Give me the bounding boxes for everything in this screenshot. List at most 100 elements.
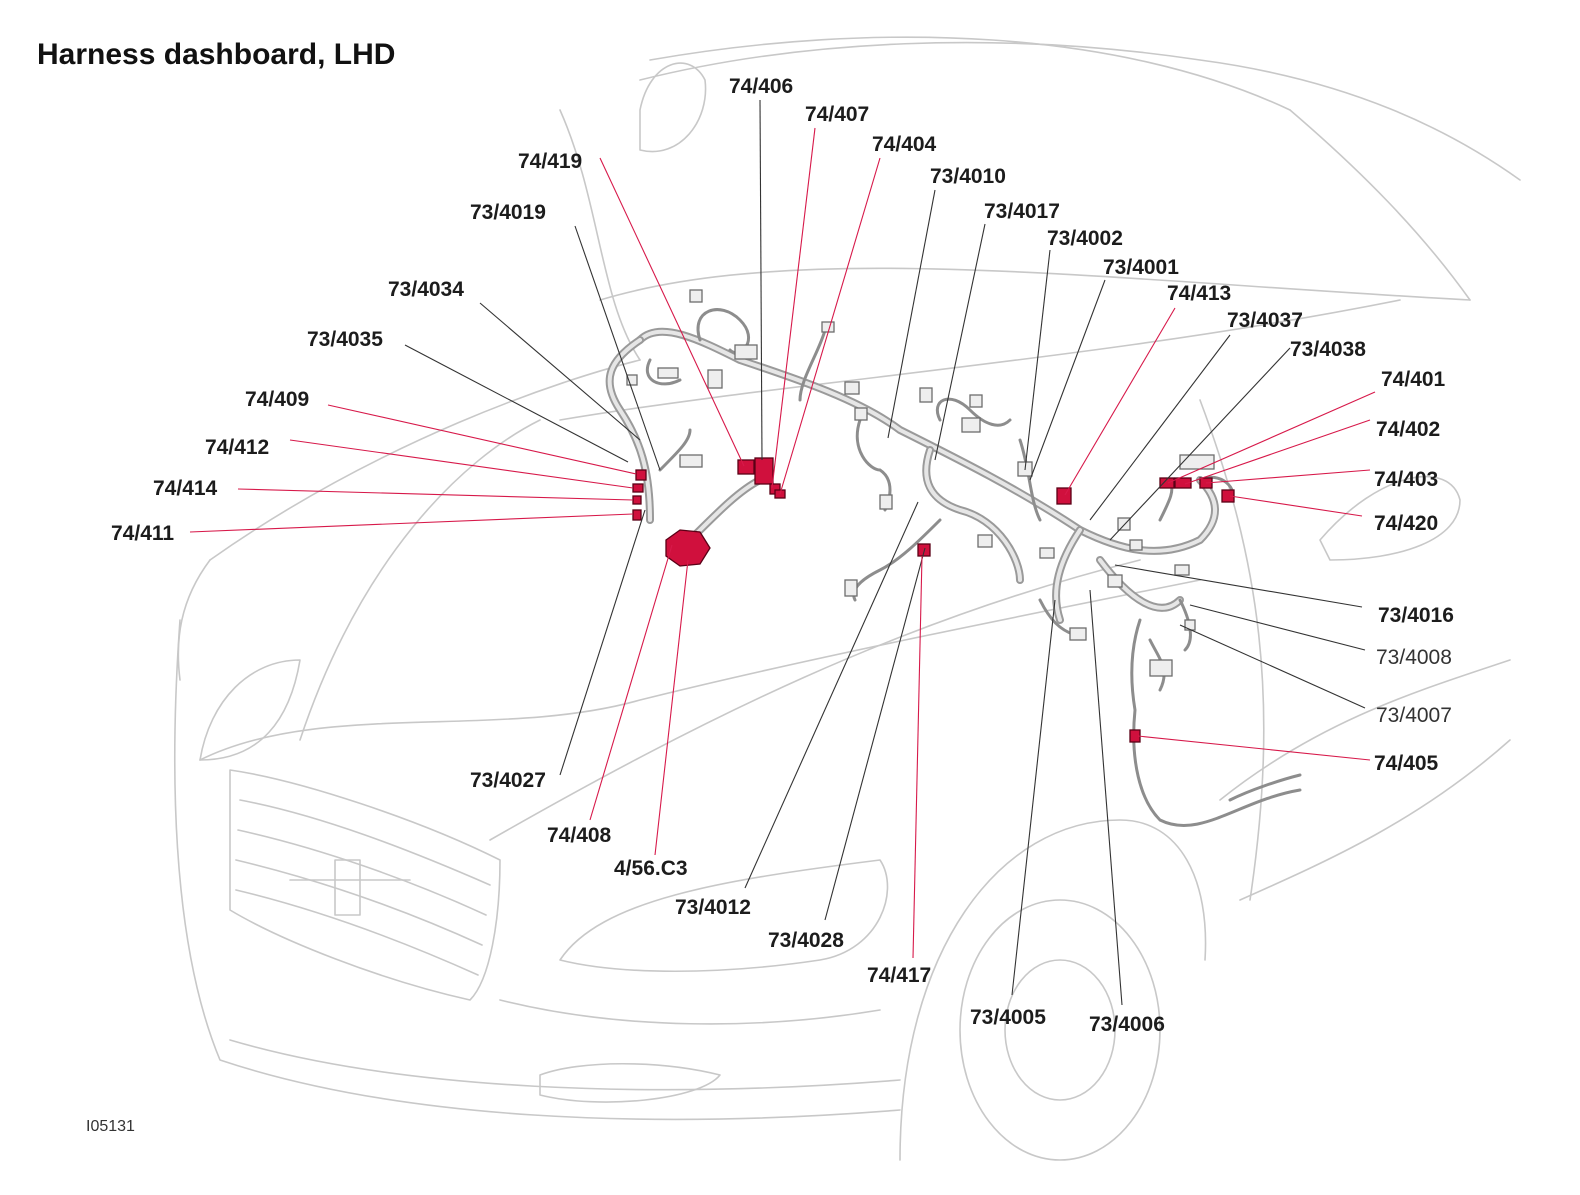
leader-74-408 [589,544,673,821]
label-74-413: 74/413 [1167,282,1231,305]
gray-connector-11 [961,417,981,433]
gray-connector-22 [1149,659,1173,677]
bumper-line [229,1039,901,1091]
leader-73-4006 [1089,589,1123,1006]
gray-connector-7 [821,321,835,333]
connector-74-419 [737,459,755,475]
leader-74-419 [599,157,745,467]
gray-connector-17 [1039,547,1055,559]
right-side-line [1239,739,1511,901]
car-outline [173,36,1521,1161]
branch-right-tail [1228,773,1302,802]
leader-73-4010 [887,189,936,439]
fender-right [1219,659,1511,801]
label-73-4008: 73/4008 [1376,646,1452,669]
gray-connector-9 [854,407,868,421]
leader-73-4008 [1189,604,1366,651]
label-74-414: 74/414 [153,477,218,500]
front-fascia [173,619,901,1121]
roof-line [639,41,1521,181]
leader-74-409 [327,404,637,475]
branch-down-1 [852,518,942,602]
diagram-title: Harness dashboard, LHD [37,38,396,71]
leader-74-401 [1167,391,1376,484]
a-pillar-right [1289,109,1471,301]
gray-connector-18 [1069,627,1087,641]
label-74-419: 74/419 [518,150,582,173]
leader-73-4028 [824,547,926,921]
label-4-56-c3: 4/56.C3 [614,857,688,880]
label-73-4035: 73/4035 [307,328,383,351]
leader-4-56-c3 [654,559,689,856]
leader-73-4001 [1029,279,1106,481]
grille-emblem [289,859,411,916]
branch-mid-3 [1018,438,1042,522]
connector-74-420 [1221,489,1235,503]
label-73-4037: 73/4037 [1227,309,1303,332]
label-73-4034: 73/4034 [388,278,464,301]
branch-top-mid [798,328,827,402]
label-74-412: 74/412 [205,436,269,459]
gray-connector-21 [1129,539,1143,551]
gray-connector-23 [1179,454,1215,470]
gray-connector-6 [679,454,703,468]
leader-74-405 [1137,735,1371,761]
label-73-4028: 73/4028 [768,929,844,952]
connector-74-401 [1159,477,1175,489]
gray-connector-15 [977,534,993,548]
gray-connector-8 [844,381,860,395]
label-74-404: 74/404 [872,133,937,156]
grille-slat-4 [235,889,479,976]
leader-74-412 [289,439,634,489]
leader-73-4035 [404,344,629,463]
harness-left-drop-highlight [607,338,652,522]
mirror-right [1319,475,1461,561]
branch-top-left [645,358,682,386]
leader-73-4038 [1109,347,1291,541]
dash-top [599,267,1471,301]
connector-74-414 [632,495,642,505]
label-74-420: 74/420 [1374,512,1438,535]
leader-73-4037 [1089,334,1231,521]
label-74-401: 74/401 [1381,368,1446,391]
label-73-4005: 73/4005 [970,1006,1046,1029]
branch-mid-2 [935,397,1012,427]
label-73-4007: 73/4007 [1376,704,1452,727]
leader-73-4002 [1024,249,1051,471]
connector-74-412 [632,483,644,493]
cowl [559,299,1401,421]
dashboard-harness [605,289,1302,827]
label-73-4010: 73/4010 [930,165,1006,188]
fog-light [539,1062,721,1103]
leader-lines [189,99,1376,1006]
gray-connector-1 [689,289,703,303]
connector-74-411 [632,509,642,521]
leader-74-413 [1064,307,1176,496]
leader-74-411 [189,513,634,533]
label-73-4017: 73/4017 [984,200,1060,223]
leader-74-404 [779,157,881,495]
gray-connector-10 [919,387,933,403]
label-74-409: 74/409 [245,388,309,411]
headlight-left [199,659,301,761]
leader-73-4005 [1011,599,1056,996]
leader-74-420 [1229,495,1363,517]
branch-right-down [1130,618,1302,827]
leader-73-4034 [479,302,641,441]
wheel-arch [899,819,1207,1161]
label-74-402: 74/402 [1376,418,1440,441]
label-74-406: 74/406 [729,75,793,98]
leader-73-4019 [574,225,661,471]
grille-slat-2 [237,829,487,916]
leader-74-414 [237,488,634,501]
label-74-408: 74/408 [547,824,612,847]
leader-73-4012 [744,501,919,889]
label-73-4006: 73/4006 [1089,1013,1165,1036]
hood-edge [209,359,641,561]
leader-73-4017 [934,223,986,461]
leader-73-4016 [1114,564,1363,608]
label-74-417: 74/417 [867,964,931,987]
hood-crease-left [299,419,541,741]
leader-74-402 [1184,419,1371,485]
